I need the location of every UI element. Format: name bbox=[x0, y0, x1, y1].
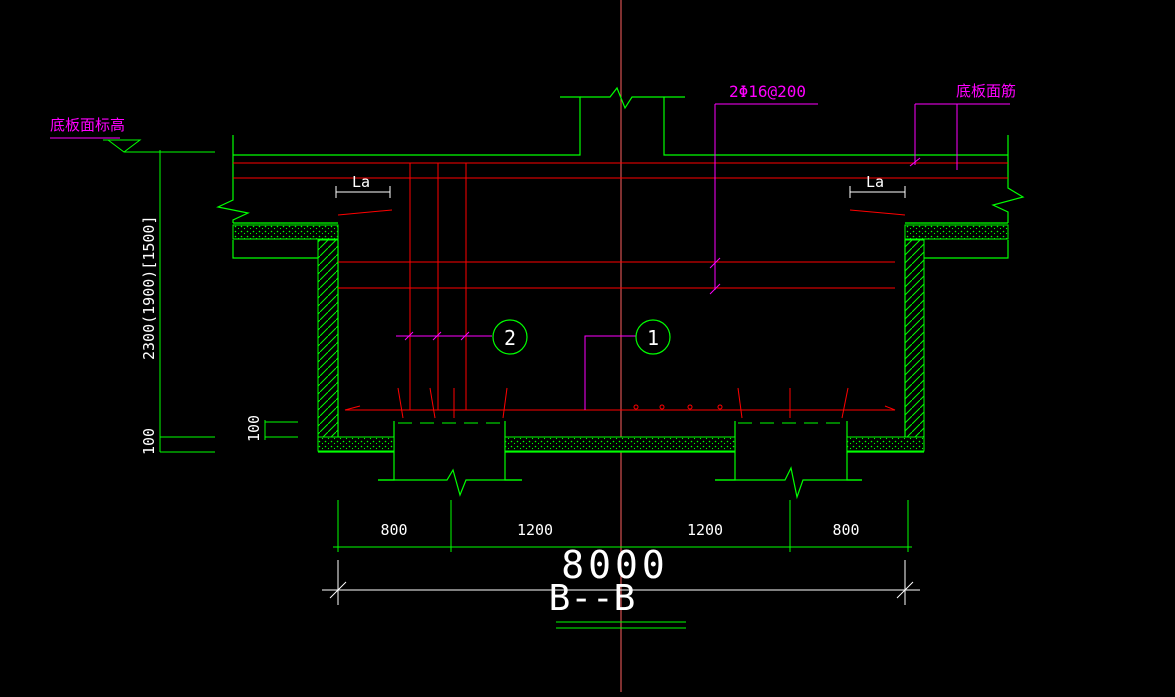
callout-1: 1 bbox=[584, 319, 671, 410]
dim-total: 8000 bbox=[561, 543, 669, 587]
elevation-symbol bbox=[103, 139, 142, 153]
bar-spec-label: 2Φ16@200 bbox=[729, 82, 806, 101]
right-top-bedding bbox=[904, 224, 1009, 240]
anchor-left-label: La bbox=[352, 173, 370, 191]
svg-text:2: 2 bbox=[504, 326, 516, 350]
dim-segment-2: 1200 bbox=[517, 521, 553, 539]
floor-elevation-label: 底板面标高 bbox=[50, 116, 125, 134]
rebar-dots bbox=[633, 404, 723, 410]
right-wall-hatch bbox=[904, 239, 925, 438]
floor-top-bar-label: 底板面筋 bbox=[956, 82, 1016, 100]
vertical-dimensions bbox=[159, 150, 298, 453]
slab-dimension-left: 100 bbox=[140, 428, 158, 455]
horizontal-dimensions bbox=[333, 500, 912, 552]
dim-segment-3: 1200 bbox=[687, 521, 723, 539]
svg-text:1: 1 bbox=[647, 326, 659, 350]
left-wall-hatch bbox=[317, 239, 339, 438]
section-title: B--B bbox=[549, 578, 636, 619]
bottom-bedding-mid bbox=[504, 436, 736, 452]
anchor-markers bbox=[335, 186, 906, 198]
height-dimension: 2300(1900)[1500] bbox=[140, 216, 158, 361]
bottom-bedding-right bbox=[846, 436, 925, 452]
dim-segment-1: 800 bbox=[380, 521, 407, 539]
dim-segment-4: 800 bbox=[832, 521, 859, 539]
total-dimension bbox=[322, 560, 920, 605]
annotation-leaders bbox=[50, 103, 1010, 295]
slab-dimension-mid: 100 bbox=[245, 415, 263, 442]
anchor-right-label: La bbox=[866, 173, 884, 191]
bottom-bedding-left bbox=[317, 436, 395, 452]
callout-2: 2 bbox=[396, 319, 528, 355]
left-top-bedding bbox=[232, 224, 339, 240]
rebar bbox=[233, 162, 1008, 419]
